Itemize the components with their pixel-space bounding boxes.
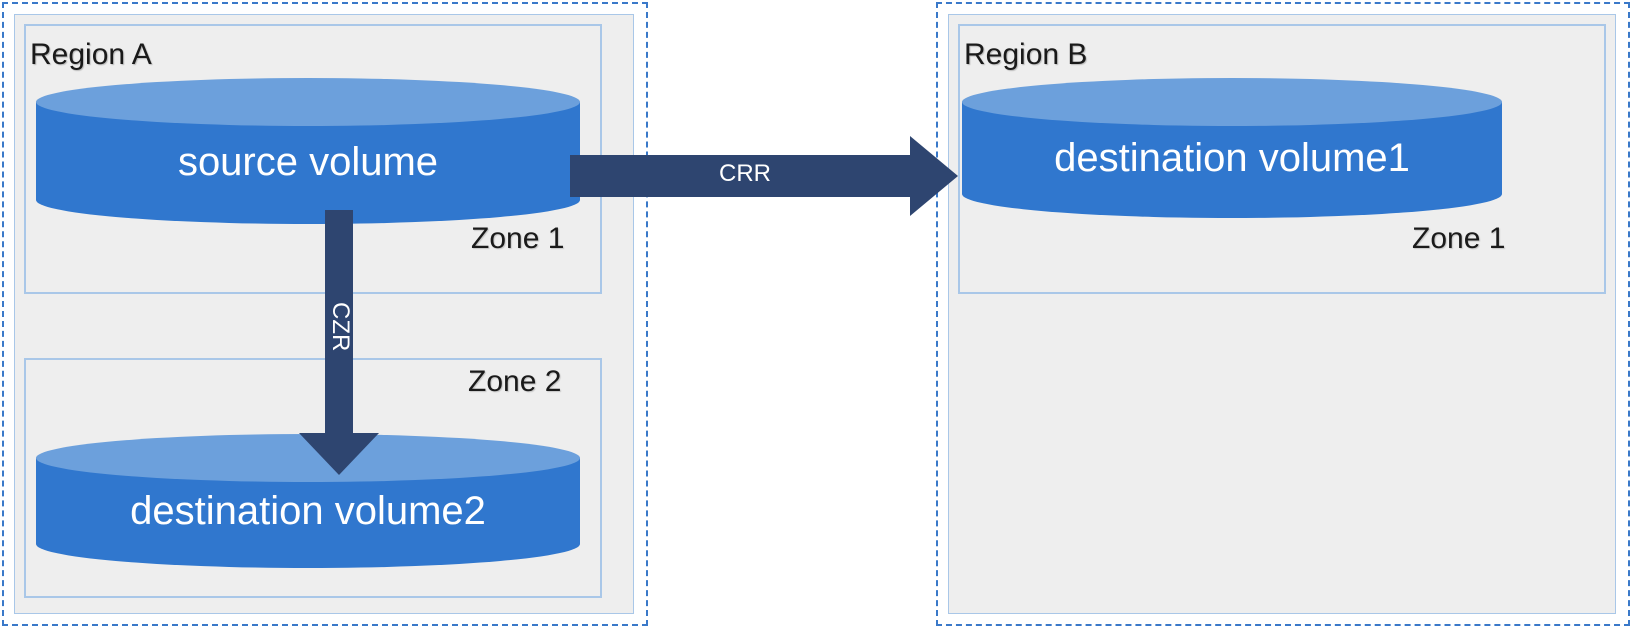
zone-a-2-box [24,358,602,598]
zone-b-1-label: Zone 1 [1412,222,1506,255]
zone-b-1-box [958,24,1606,294]
czr-arrow-label: CZR [327,302,354,352]
destination-volume1-label: destination volume1 [1054,136,1410,180]
region-a-label: Region A [30,38,152,71]
destination-volume1-cylinder[interactable]: destination volume1 [962,78,1502,218]
region-b-label: Region B [964,38,1088,71]
source-volume-label: source volume [177,140,439,184]
czr-arrow-head [299,433,379,475]
zone-a-2-label: Zone 2 [468,365,562,398]
zone-a-1-label: Zone 1 [471,222,565,255]
crr-arrow-shaft [570,155,910,197]
czr-arrow-shaft [325,210,353,435]
cylinder-top-shape [36,78,580,126]
destination-volume2-label: destination volume2 [130,489,486,533]
crr-arrow-head [910,136,958,216]
cylinder-top-shape [962,78,1502,126]
crr-arrow-label: CRR [719,160,771,187]
source-volume-cylinder[interactable]: source volume [36,78,580,224]
